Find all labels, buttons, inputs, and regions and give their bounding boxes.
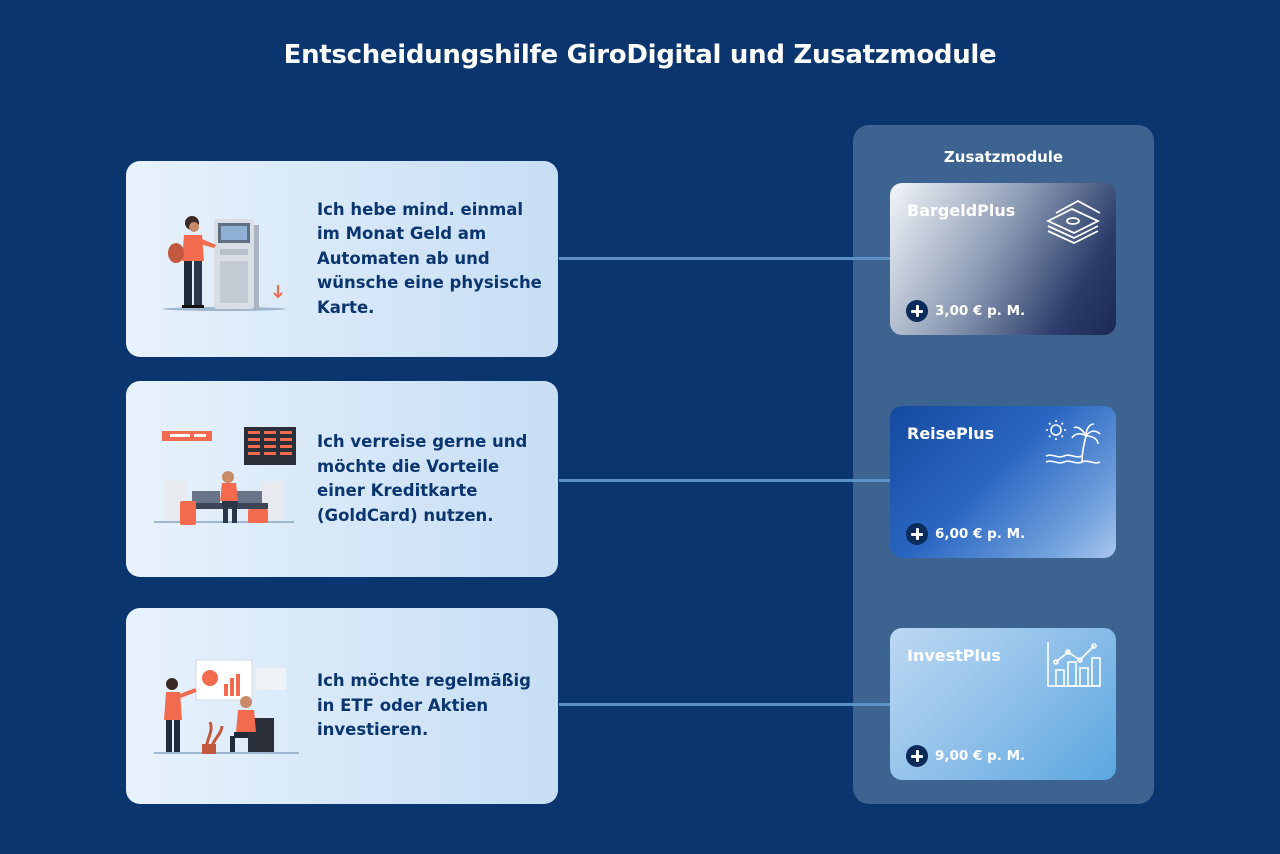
- money-stack-icon: [1042, 195, 1104, 245]
- panel-title: Zusatzmodule: [943, 148, 1064, 166]
- scenario-card-cash: Ich hebe mind. einmal im Monat Geld am A…: [126, 161, 558, 357]
- module-price: 9,00 € p. M.: [935, 748, 1026, 764]
- module-name: InvestPlus: [907, 646, 1001, 665]
- scenario-text: Ich hebe mind. einmal im Monat Geld am A…: [317, 199, 542, 317]
- scenario-text: Ich verreise gerne und möchte die Vortei…: [317, 432, 528, 525]
- module-card-investplus[interactable]: InvestPlus 9,00 € p. M.: [890, 628, 1116, 780]
- module-card-reiseplus[interactable]: ReisePlus 6,00 € p. M.: [890, 406, 1116, 558]
- connector-line: [559, 257, 890, 260]
- scenario-card-travel: Ich verreise gerne und möchte die Vortei…: [126, 381, 558, 577]
- module-price: 3,00 € p. M.: [935, 303, 1026, 319]
- scenario-card-invest: Ich möchte regelmäßig in ETF oder Aktien…: [126, 608, 558, 804]
- connector-line: [559, 703, 890, 706]
- page-title: Entscheidungshilfe GiroDigital und Zusat…: [283, 40, 997, 70]
- module-card-bargeldplus[interactable]: BargeldPlus 3,00 € p. M.: [890, 183, 1116, 335]
- connector-line: [559, 479, 890, 482]
- plus-icon[interactable]: [906, 523, 928, 545]
- atm-illustration: [144, 201, 304, 317]
- plus-icon[interactable]: [906, 300, 928, 322]
- investment-illustration: [144, 648, 304, 764]
- scenario-text: Ich möchte regelmäßig in ETF oder Aktien…: [317, 671, 531, 740]
- sun-palm-icon: [1042, 418, 1104, 468]
- plus-icon[interactable]: [906, 745, 928, 767]
- module-name: ReisePlus: [907, 424, 995, 443]
- airport-illustration: [144, 421, 304, 537]
- module-price: 6,00 € p. M.: [935, 526, 1026, 542]
- module-name: BargeldPlus: [907, 201, 1016, 220]
- chart-icon: [1042, 640, 1104, 690]
